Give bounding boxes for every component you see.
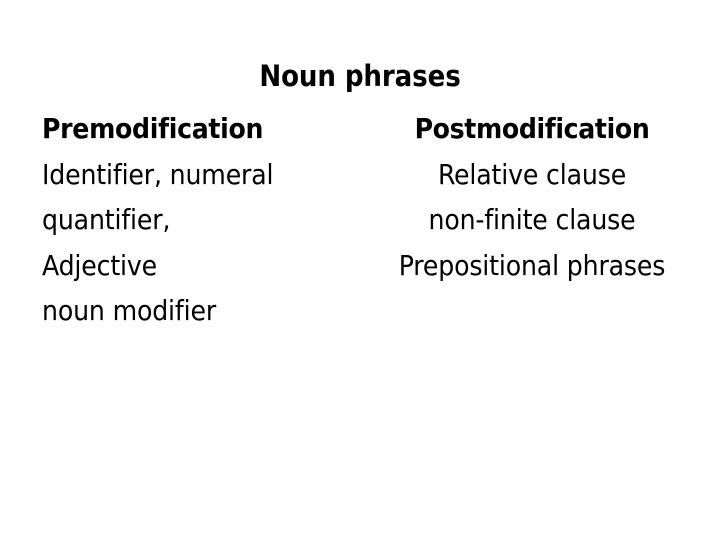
list-item: Identifier, numeral [42,157,274,191]
column-postmodification: Postmodification Relative clause non-fin… [372,106,692,288]
list-item: non-finite clause [428,203,636,236]
list-item: Relative clause [437,157,627,191]
list-item: Adjective [42,248,158,282]
page-title: Noun phrases [259,59,461,93]
column-heading-postmodification: Postmodification [414,112,650,145]
column-premodification: Premodification Identifier, numeral quan… [42,106,372,334]
list-item: quantifier, [42,203,171,236]
list-item: noun modifier [42,294,217,327]
list-item: Prepositional phrases [398,248,666,282]
column-heading-premodification: Premodification [42,112,264,145]
